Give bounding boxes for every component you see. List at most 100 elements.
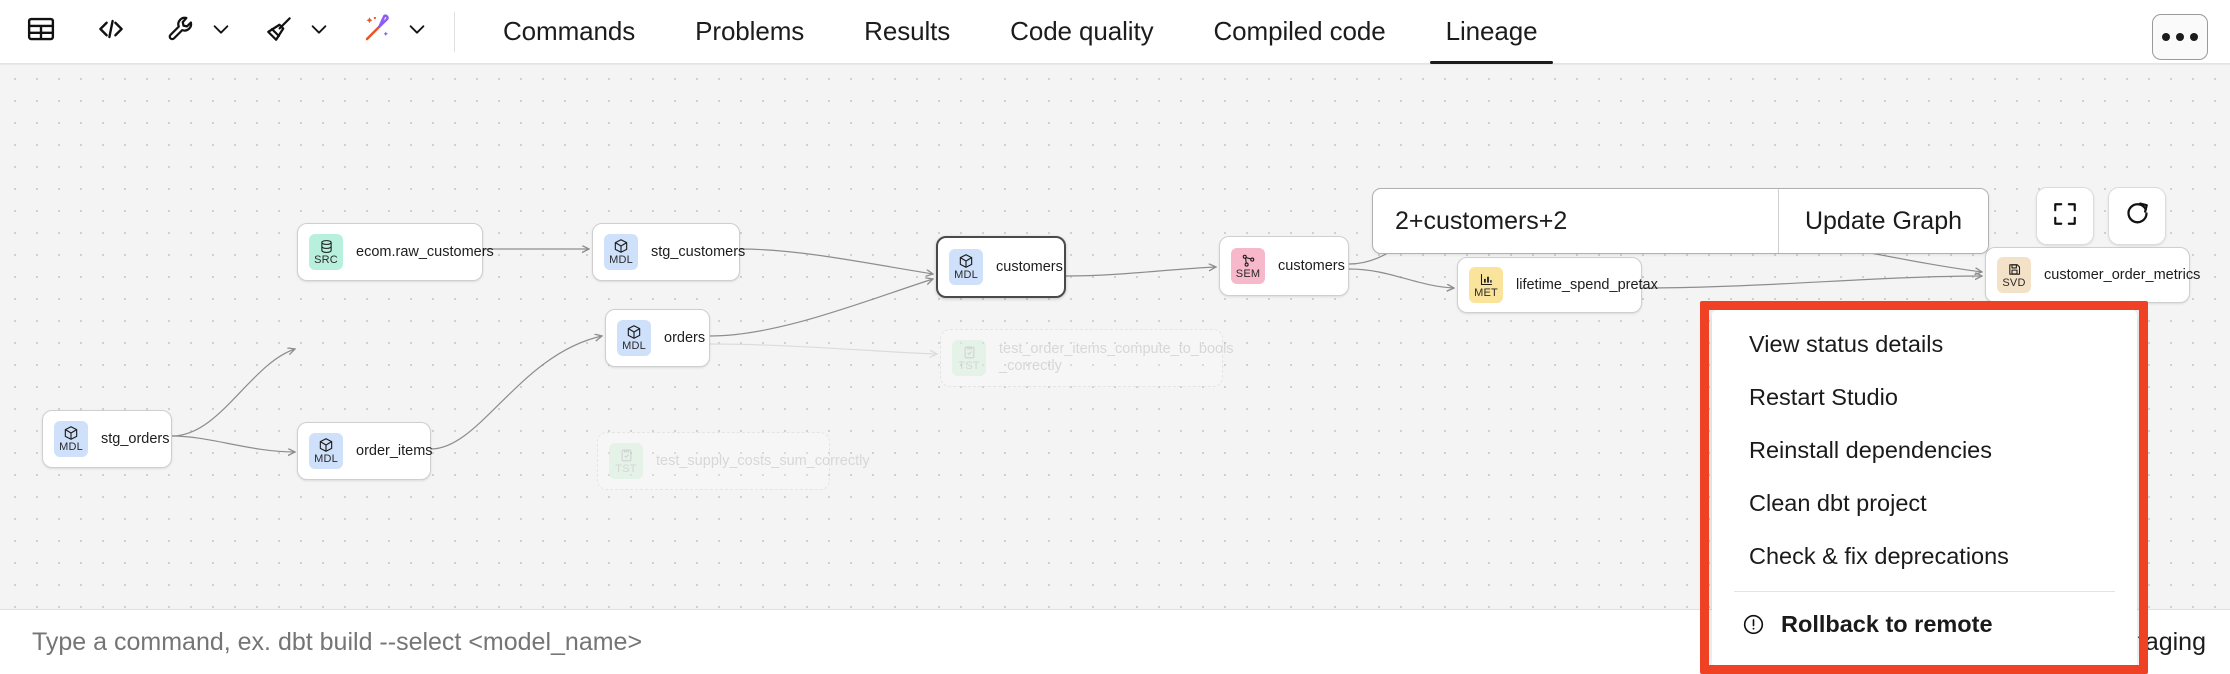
tab-problems[interactable]: Problems [665,0,834,64]
menu-item-restart-studio[interactable]: Restart Studio [1712,371,2137,424]
studio-actions-context-menu: View status details Restart Studio Reins… [1712,310,2137,667]
tab-problems-label: Problems [695,16,805,46]
top-toolbar: Commands Problems Results Code quality C… [0,0,2230,64]
badge-type-label: SRC [314,253,338,266]
refresh-icon [2124,200,2151,232]
toolbar-divider [454,11,455,52]
panel-tabs: Commands Problems Results Code quality C… [473,0,1567,64]
lineage-node-stg-orders[interactable]: MDL stg_orders [42,410,172,468]
menu-item-clean-dbt-project[interactable]: Clean dbt project [1712,477,2137,530]
tab-code-quality[interactable]: Code quality [980,0,1183,64]
badge-type-label: MDL [59,441,83,453]
chevron-down-icon [210,18,232,45]
magic-wand-dropdown-caret-button[interactable] [402,9,432,55]
fit-screen-icon [2052,201,2078,232]
broom-icon-button[interactable] [256,9,302,55]
table-icon-button[interactable] [18,9,64,55]
badge-type-label: SEM [1235,267,1261,280]
tab-lineage[interactable]: Lineage [1416,0,1568,64]
code-icon-button[interactable] [88,9,134,55]
badge-mdl: MDL [949,249,983,285]
menu-item-label: Rollback to remote [1781,611,1993,637]
wrench-icon-button[interactable] [158,9,204,55]
chevron-down-icon [308,18,330,45]
broom-dropdown-caret-button[interactable] [304,9,334,55]
badge-type-label: TST [615,462,637,475]
lineage-node-label: order_items [356,442,433,459]
badge-type-label: MDL [609,254,633,266]
badge-type-label: TST [958,359,980,372]
badge-type-label: MDL [314,453,338,465]
lineage-node-label: customer_order_metrics [2044,266,2201,283]
tab-commands[interactable]: Commands [473,0,665,64]
magic-wand-icon-button[interactable] [354,9,400,55]
tab-lineage-label: Lineage [1445,16,1538,46]
magic-wand-icon [362,14,392,49]
badge-svd: SVD [1997,257,2031,293]
chevron-down-icon [406,18,428,45]
canvas-controls [2036,187,2166,245]
menu-item-label: Restart Studio [1749,384,1898,410]
more-actions-button[interactable] [2152,14,2208,60]
update-graph-button[interactable]: Update Graph [1777,189,1988,253]
menu-item-rollback-to-remote[interactable]: Rollback to remote [1712,598,2137,651]
menu-item-reinstall-dependencies[interactable]: Reinstall dependencies [1712,424,2137,477]
badge-mdl: MDL [309,433,343,469]
lineage-node-customers-model[interactable]: MDL customers [936,236,1066,298]
lineage-node-label: stg_orders [101,430,170,447]
badge-mdl: MDL [54,421,88,457]
badge-tst: TST [609,443,643,479]
alert-circle-icon [1742,613,1765,636]
lineage-node-lifetime-spend-pretax[interactable]: MET lifetime_spend_pretax [1457,257,1658,313]
tab-commands-label: Commands [503,16,636,46]
lineage-node-test-order-items[interactable]: TST test_order_items_compute_to_bools _c… [940,329,1234,387]
menu-item-check-fix-deprecations[interactable]: Check & fix deprecations [1712,530,2137,583]
tab-results[interactable]: Results [834,0,980,64]
dot [2162,33,2170,41]
badge-mdl: MDL [617,320,651,356]
toolbar-icon-group [0,0,432,64]
menu-item-view-status-details[interactable]: View status details [1712,318,2137,371]
command-input[interactable] [0,627,1936,657]
lineage-node-label: lifetime_spend_pretax [1516,276,1658,293]
fit-screen-button[interactable] [2036,187,2094,245]
lineage-node-test-supply-costs[interactable]: TST test_supply_costs_sum_correctly [597,432,870,490]
lineage-node-customers-semantic[interactable]: SEM customers [1219,236,1349,296]
graph-search-bar: Update Graph [1372,188,1989,254]
badge-type-label: MDL [954,269,978,281]
tab-results-label: Results [864,16,951,46]
dot [2190,33,2198,41]
menu-item-label: Reinstall dependencies [1749,437,1992,463]
lineage-node-orders[interactable]: MDL orders [605,309,710,367]
lineage-node-label: ecom.raw_customers [356,243,494,260]
badge-type-label: MDL [622,340,646,352]
refresh-graph-button[interactable] [2108,187,2166,245]
dot [2176,33,2184,41]
lineage-node-label: stg_customers [651,243,746,260]
tab-compiled-code[interactable]: Compiled code [1184,0,1416,64]
lineage-node-label: customers [996,258,1063,275]
wrench-icon [166,14,196,49]
lineage-node-label: test_supply_costs_sum_correctly [656,452,870,469]
tab-compiled-code-label: Compiled code [1213,16,1386,46]
menu-divider [1734,591,2115,592]
menu-item-label: Check & fix deprecations [1749,543,2009,569]
lineage-node-stg-customers[interactable]: MDL stg_customers [592,223,745,281]
lineage-node-order-items[interactable]: MDL order_items [297,422,433,480]
badge-mdl: MDL [604,234,638,270]
graph-search-input[interactable] [1373,189,1778,253]
menu-item-label: View status details [1749,331,1944,357]
update-graph-button-label: Update Graph [1804,206,1962,235]
code-icon [96,14,126,49]
lineage-node-label: test_order_items_compute_to_bools _corre… [999,341,1234,374]
table-icon [26,14,56,49]
lineage-node-ecom-raw-customers[interactable]: SRC ecom.raw_customers [297,223,494,281]
badge-sem: SEM [1231,248,1265,284]
menu-item-label: Clean dbt project [1749,490,1927,516]
broom-icon [264,14,294,49]
badge-met: MET [1469,267,1503,303]
lineage-node-customer-order-metrics[interactable]: SVD customer_order_metrics [1985,247,2200,303]
lineage-node-label: customers [1278,257,1345,274]
wrench-dropdown-caret-button[interactable] [206,9,236,55]
